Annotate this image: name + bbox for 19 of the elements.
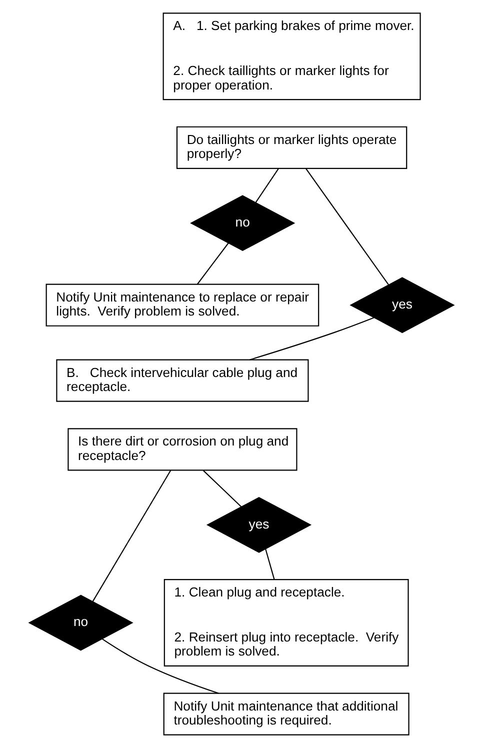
- connector: [196, 242, 228, 284]
- connector: [254, 168, 278, 203]
- node-diamond: yes: [349, 277, 454, 334]
- connector: [202, 470, 242, 508]
- connector: [305, 168, 388, 285]
- node-box: B. Check intervehicular cable plug and receptacle.: [56, 359, 308, 402]
- node-box: A. 1. Set parking brakes of prime mover. 2. Check taillights or marker lights for proper operation.: [162, 12, 420, 100]
- node-box: Notify Unit maintenance that additional troubleshooting is required.: [162, 692, 409, 736]
- connector: [92, 470, 171, 602]
- connector: [249, 317, 374, 360]
- connector: [264, 549, 274, 580]
- connector: [101, 638, 218, 694]
- node-box: 1. Clean plug and receptacle. 2. Reinsert plug into receptacle. Verify problem is solved.: [163, 579, 408, 666]
- node-box: Do taillights or marker lights operate properly?: [176, 126, 407, 169]
- node-diamond: no: [190, 195, 295, 252]
- node-diamond: no: [28, 594, 133, 651]
- node-box: Notify Unit maintenance to replace or repair lights. Verify problem is solved.: [45, 284, 319, 326]
- node-diamond: yes: [206, 496, 312, 553]
- node-box: Is there dirt or corrosion on plug and receptacle?: [67, 428, 297, 471]
